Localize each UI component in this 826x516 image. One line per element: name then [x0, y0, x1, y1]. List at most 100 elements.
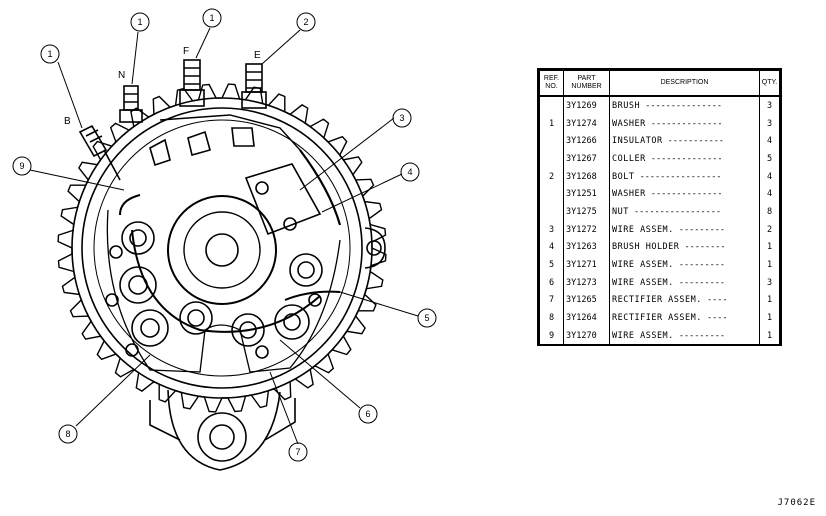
qty-cell: 1	[759, 326, 780, 345]
callout-number: 1	[47, 49, 52, 59]
callout-circle	[392, 108, 412, 128]
figure-code: J7062E	[777, 498, 816, 508]
description-cell: BRUSH ---------------	[609, 96, 760, 115]
description-cell: RECTIFIER ASSEM. ----	[609, 291, 760, 310]
qty-cell: 4	[759, 185, 780, 204]
top-bracket	[149, 138, 171, 167]
leader-line	[339, 291, 419, 317]
leader-line	[75, 354, 151, 427]
mounting-ear-flange	[149, 398, 296, 441]
diode	[119, 266, 157, 304]
top-bracket	[159, 114, 301, 151]
ref-cell	[539, 96, 564, 115]
diode	[274, 304, 310, 340]
qty-cell: 3	[759, 114, 780, 133]
rectifier-plate	[106, 209, 341, 373]
callout-number: 4	[407, 167, 412, 177]
qty-cell: 3	[759, 96, 780, 115]
callout-circle	[288, 442, 308, 462]
rotor-bore	[205, 233, 239, 267]
part-number-cell: 3Y1272	[563, 220, 610, 239]
description-cell: INSULATOR -----------	[609, 132, 760, 151]
part-number-cell: 3Y1267	[563, 150, 610, 168]
rotor-inner	[183, 211, 261, 289]
qty-cell: 5	[759, 150, 780, 168]
diode	[231, 313, 265, 347]
diode	[131, 309, 169, 347]
terminal-stud-b	[78, 124, 121, 181]
ref-cell	[539, 203, 564, 221]
stator-ring	[93, 119, 351, 377]
mounting-ear	[167, 389, 281, 471]
part-number-cell: 3Y1266	[563, 132, 610, 151]
right-lug-hole	[366, 240, 382, 256]
part-number-cell: 3Y1269	[563, 96, 610, 115]
part-number-cell: 3Y1251	[563, 185, 610, 204]
mounting-ear-hole-inner	[209, 424, 235, 450]
part-number-cell: 3Y1273	[563, 273, 610, 292]
part-number-cell: 3Y1263	[563, 238, 610, 257]
leader-line	[279, 339, 361, 409]
callout-number: 1	[137, 17, 142, 27]
top-bracket	[231, 127, 255, 147]
terminal-label-e: E	[254, 50, 261, 61]
ref-cell: 8	[539, 309, 564, 327]
part-number-cell: 3Y1265	[563, 291, 610, 310]
terminal-label-b: B	[64, 116, 71, 127]
part-number-cell: 3Y1270	[563, 326, 610, 345]
diode	[121, 221, 155, 255]
callout-circle	[417, 308, 437, 328]
description-cell: WIRE ASSEM. ---------	[609, 256, 760, 274]
leader-line	[131, 31, 139, 85]
qty-cell: 1	[759, 256, 780, 274]
ref-cell: 3	[539, 220, 564, 239]
description-cell: WIRE ASSEM. ---------	[609, 273, 760, 292]
callout-circle	[202, 8, 222, 28]
diode	[109, 245, 123, 259]
callout-circle	[400, 162, 420, 182]
part-number-cell: 3Y1264	[563, 309, 610, 327]
wire-harness	[119, 194, 141, 216]
header-qty: QTY.	[759, 70, 780, 97]
ref-cell: 5	[539, 256, 564, 274]
terminal-stud-e	[241, 63, 267, 109]
callout-number: 1	[209, 13, 214, 23]
qty-cell: 1	[759, 291, 780, 310]
inner-housing-ring	[81, 107, 363, 389]
callout-circle	[12, 156, 32, 176]
top-bracket	[187, 130, 211, 156]
outer-housing-ring	[71, 97, 373, 399]
callout-circle	[296, 12, 316, 32]
ref-cell: 1	[539, 114, 564, 133]
description-cell: COLLER --------------	[609, 150, 760, 168]
qty-cell: 1	[759, 309, 780, 327]
ref-cell: 2	[539, 167, 564, 186]
terminal-stud-n	[119, 85, 143, 123]
qty-cell: 1	[759, 238, 780, 257]
wire-harness	[284, 290, 341, 301]
description-cell: WIRE ASSEM. ---------	[609, 326, 760, 345]
qty-cell: 4	[759, 132, 780, 151]
callout-circle	[130, 12, 150, 32]
leader-line	[195, 27, 211, 59]
leader-line	[299, 117, 395, 191]
ref-cell: 4	[539, 238, 564, 257]
header-ref-no: REF.NO.	[539, 70, 564, 97]
terminal-stud-f	[179, 59, 205, 107]
leader-line	[321, 173, 403, 213]
wire-harness	[299, 149, 342, 226]
leader-line	[261, 29, 301, 65]
description-cell: NUT -----------------	[609, 203, 760, 221]
ref-cell: 7	[539, 291, 564, 310]
header-description: DESCRIPTION	[609, 70, 760, 97]
